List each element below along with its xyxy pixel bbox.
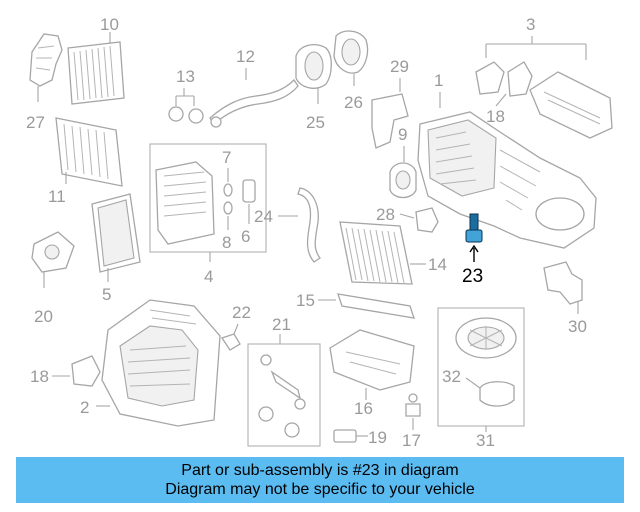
banner-line-2: Diagram may not be specific to your vehi… xyxy=(165,481,475,498)
part-27-bracket xyxy=(29,33,63,87)
callout-6: 6 xyxy=(241,227,250,246)
part-7-oring xyxy=(223,183,233,197)
part-30-bracket xyxy=(543,261,583,305)
part-1-hvac-housing xyxy=(417,111,597,249)
callout-25: 25 xyxy=(306,113,325,132)
part-20-actuator xyxy=(31,231,75,273)
callout-22: 22 xyxy=(232,303,251,322)
part-29-bracket xyxy=(371,93,409,149)
part-16-cover xyxy=(329,329,415,391)
callout-32: 32 xyxy=(442,367,461,386)
callout-7: 7 xyxy=(222,148,231,167)
callout-16: 16 xyxy=(354,399,373,418)
callout-9: 9 xyxy=(398,125,407,144)
part-25-gasket xyxy=(295,44,332,89)
part-14-cabin-filter xyxy=(339,221,413,285)
callout-13: 13 xyxy=(176,67,195,86)
callout-8: 8 xyxy=(222,233,231,252)
part-3-top-housing xyxy=(475,61,613,139)
callout-30: 30 xyxy=(568,317,587,336)
part-21-hardware xyxy=(258,354,306,438)
callout-18-lower: 18 xyxy=(30,367,49,386)
part-28-sensor xyxy=(415,207,439,233)
callout-5: 5 xyxy=(102,285,111,304)
callout-2: 2 xyxy=(80,398,89,417)
callout-29: 29 xyxy=(390,57,409,76)
part-9-motor xyxy=(389,162,417,199)
callout-10: 10 xyxy=(100,15,119,34)
part-5-filter xyxy=(91,193,141,273)
callout-21: 21 xyxy=(272,315,291,334)
info-banner: Part or sub-assembly is #23 in diagram D… xyxy=(16,457,624,503)
part-2-lower-housing xyxy=(101,299,221,427)
part-17-plug xyxy=(405,393,421,417)
callout-11: 11 xyxy=(48,187,66,206)
group-box-4 xyxy=(149,143,267,253)
callout-19: 19 xyxy=(368,428,387,447)
part-15-seal xyxy=(337,293,415,319)
parts-diagram: 27 10 11 5 20 6 7 8 4 xyxy=(26,15,613,450)
callout-26: 26 xyxy=(344,93,363,112)
callout-18-upper: 18 xyxy=(486,107,505,126)
group-box-21 xyxy=(247,343,321,447)
part-6-sensor xyxy=(242,179,256,203)
group-box-31 xyxy=(437,307,525,427)
callout-27: 27 xyxy=(26,113,45,132)
callout-1: 1 xyxy=(434,71,443,90)
part-12-pipe xyxy=(209,78,299,128)
part-10-heater-core xyxy=(67,41,125,105)
part-4-housing xyxy=(155,161,215,245)
part-13-seals xyxy=(168,106,204,124)
part-22-sensor xyxy=(220,333,241,351)
callout-31: 31 xyxy=(476,431,495,450)
callout-12: 12 xyxy=(236,47,255,66)
callout-20: 20 xyxy=(34,307,53,326)
callout-14: 14 xyxy=(428,255,447,274)
callout-24: 24 xyxy=(254,207,273,226)
part-18-upper-clip xyxy=(507,61,533,97)
banner-line-1: Part or sub-assembly is #23 in diagram xyxy=(181,462,459,479)
part-24-hose xyxy=(297,187,321,263)
part-26-gasket xyxy=(333,30,369,74)
part-19-sensor xyxy=(333,429,357,443)
callout-28: 28 xyxy=(376,205,395,224)
part-23-fastener xyxy=(465,213,483,243)
callout-17: 17 xyxy=(402,431,421,450)
callout-15: 15 xyxy=(296,291,315,310)
part-11-evaporator xyxy=(55,117,123,187)
callout-3: 3 xyxy=(526,15,535,34)
part-32-resistor xyxy=(479,381,515,407)
part-18-lower-clip xyxy=(71,355,101,387)
callout-23: 23 xyxy=(462,266,483,287)
callout-4: 4 xyxy=(204,267,213,286)
part-31-blower-motor xyxy=(455,317,517,359)
part-8-oring xyxy=(223,201,233,215)
